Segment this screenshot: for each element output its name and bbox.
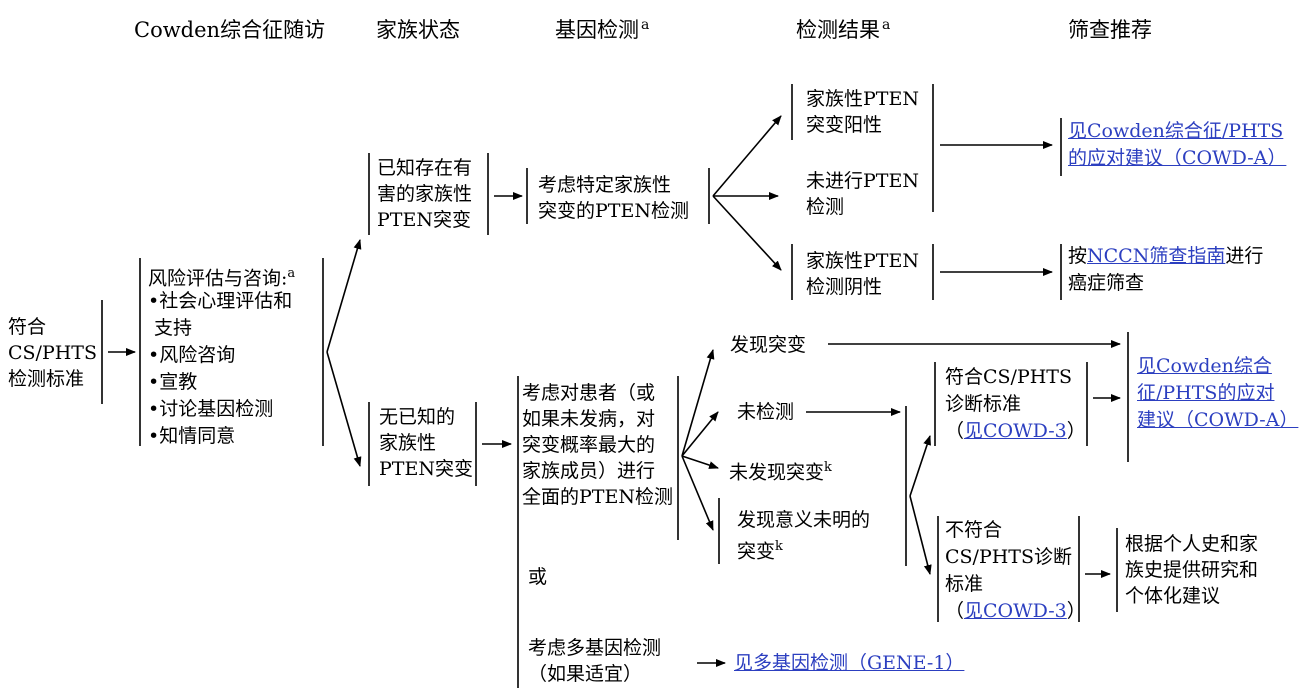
risk-item: •宣教 (148, 371, 198, 393)
not-meets-criteria-line1: 不符合 (945, 519, 1003, 541)
meets-criteria-line3: （见COWD-3） (945, 418, 1086, 444)
arrow-to-not-meets (909, 495, 932, 575)
arrow-to-positive (712, 115, 782, 197)
result-not-tested-pten: 未进行PTEN 检测 (806, 170, 919, 218)
header-screening: 筛查推荐 (1068, 14, 1152, 44)
or-label: 或 (528, 566, 548, 588)
arrow-to-negative (712, 195, 782, 271)
arrow-to-known (326, 239, 362, 353)
header-test-results-text: 检测结果 (796, 18, 880, 42)
meets-criteria-line1: 符合CS/PHTS (945, 366, 1072, 388)
cowda-link-mid-line2[interactable]: 征/PHTS的应对 (1137, 382, 1275, 404)
result-familial-positive: 家族性PTEN 突变阳性 (806, 88, 919, 136)
result-vus-sup: k (775, 539, 783, 554)
meets-criteria-line2: 诊断标准 (945, 393, 1022, 415)
risk-item: •讨论基因检测 (148, 398, 274, 420)
arrow-to-unknown (326, 351, 362, 467)
individualized-recommendation: 根据个人史和家 族史提供研究和 个体化建议 (1125, 533, 1259, 607)
risk-box-title: 风险评估与咨询:a (148, 261, 295, 291)
paren-open: （ (945, 420, 965, 442)
cowd3-link[interactable]: 见COWD-3 (964, 600, 1067, 622)
header-test-results-sup: a (882, 17, 891, 33)
cowda-link-top-line2[interactable]: 的应对建议（COWD-A） (1068, 147, 1287, 169)
nccn-post-text: 进行 (1225, 245, 1264, 267)
not-meets-criteria-line2: CS/PHTS诊断 (945, 546, 1072, 568)
cowda-link-mid-line3[interactable]: 建议（COWD-A） (1137, 409, 1299, 431)
paren-close: ） (1066, 420, 1086, 442)
header-genetic-testing-sup: a (641, 17, 650, 33)
header-family-status-text: 家族状态 (376, 18, 460, 42)
risk-item: •社会心理评估和 (148, 290, 293, 312)
result-no-mutation-found-text: 未发现突变 (729, 461, 825, 484)
test-specific-pten: 考虑特定家族性 突变的PTEN检测 (538, 174, 689, 222)
result-mutation-found: 发现突变 (730, 334, 807, 356)
result-vus-line2: 突变k (737, 534, 783, 564)
arrow-to-vus (681, 455, 714, 531)
result-vus-text: 突变 (737, 540, 776, 563)
header-followup: Cowden综合征随访 (134, 14, 325, 44)
nccn-recommendation-line1: 按NCCN筛查指南进行 (1068, 243, 1263, 269)
header-followup-text: Cowden综合征随访 (134, 18, 326, 42)
risk-item: •风险咨询 (148, 344, 236, 366)
result-familial-negative: 家族性PTEN 检测阴性 (806, 250, 919, 298)
cowda-link-top-line1[interactable]: 见Cowden综合征/PHTS (1068, 120, 1284, 142)
result-no-mutation-found: 未发现突变k (729, 455, 832, 485)
arrow-to-meets (909, 435, 931, 497)
arrow-to-not-found (681, 455, 719, 469)
not-meets-criteria-line3: 标准 (945, 573, 984, 595)
cowd3-link[interactable]: 见COWD-3 (964, 420, 1067, 442)
result-no-mutation-found-sup: k (824, 460, 832, 475)
risk-item: •知情同意 (148, 425, 236, 447)
nccn-pre-text: 按 (1068, 245, 1088, 267)
test-comprehensive-pten: 考虑对患者（或 如果未发病，对 突变概率最大的 家族成员）进行 全面的PTEN检… (522, 382, 673, 508)
risk-box-title-sup: a (287, 266, 296, 281)
not-meets-criteria-line4: （见COWD-3） (945, 598, 1086, 624)
arrow-to-found (681, 349, 715, 457)
arrow-to-unknown-not-tested (681, 411, 719, 457)
result-not-tested: 未检测 (737, 401, 795, 423)
header-screening-text: 筛查推荐 (1068, 18, 1152, 42)
header-genetic-testing-text: 基因检测 (555, 18, 639, 42)
result-vus-line1: 发现意义未明的 (737, 509, 871, 531)
nccn-guideline-link[interactable]: NCCN筛查指南 (1087, 245, 1226, 267)
cowda-link-mid-line1[interactable]: 见Cowden综合 (1137, 355, 1272, 377)
test-multigene: 考虑多基因检测 （如果适宜） (528, 637, 662, 685)
risk-item: 支持 (148, 317, 193, 339)
family-unknown-mutation: 无已知的 家族性 PTEN突变 (379, 406, 473, 480)
family-known-mutation: 已知存在有 害的家族性 PTEN突变 (377, 157, 473, 231)
gene1-link[interactable]: 见多基因检测（GENE-1） (734, 652, 965, 674)
header-family-status: 家族状态 (376, 14, 460, 44)
start-node-criteria: 符合 CS/PHTS 检测标准 (8, 316, 97, 390)
nccn-recommendation-line2: 癌症筛查 (1068, 272, 1145, 294)
paren-open: （ (945, 600, 965, 622)
paren-close: ） (1066, 600, 1086, 622)
risk-box-title-text: 风险评估与咨询: (148, 267, 288, 290)
